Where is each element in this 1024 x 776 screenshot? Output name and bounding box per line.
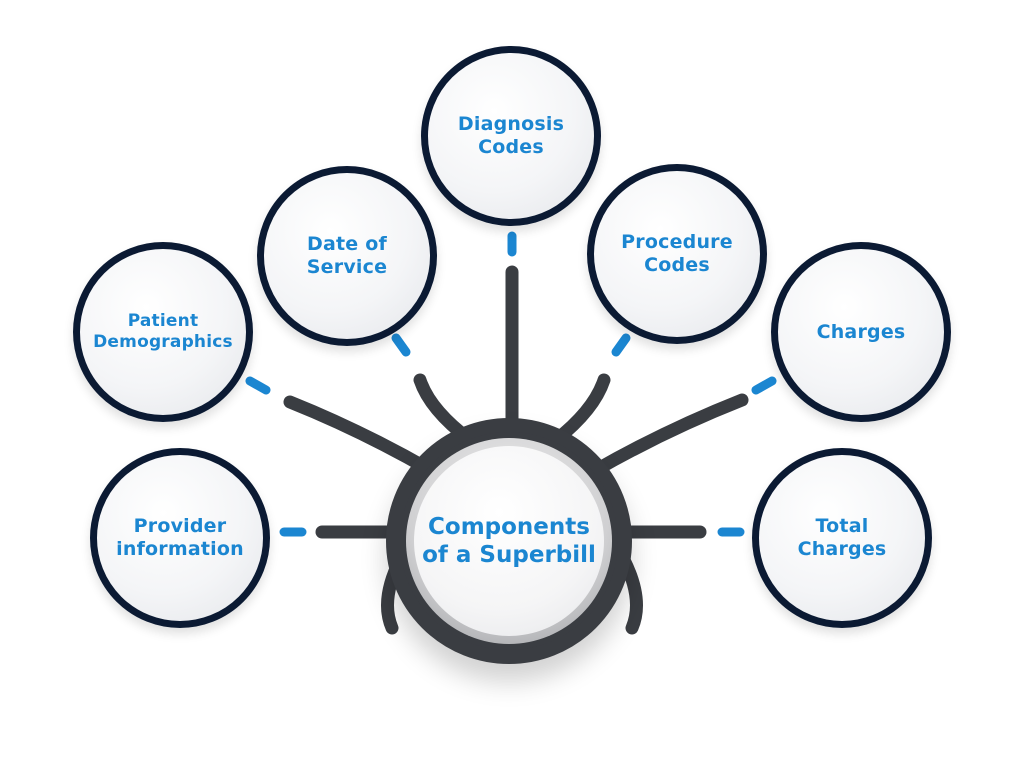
node-label: Date of Service (306, 233, 388, 278)
dash-charges (751, 376, 777, 395)
node-label: Patient Demographics (93, 311, 233, 352)
dash-patient-demographics (245, 376, 271, 395)
center-title: Components of a Superbill (422, 514, 596, 568)
node-label: Charges (816, 320, 906, 343)
node-label: Procedure Codes (621, 231, 733, 276)
connector-patient-demographics (283, 395, 437, 477)
node-label: Total Charges (797, 515, 887, 560)
node-procedure-codes: Procedure Codes (587, 164, 767, 344)
dash-date-of-service (391, 333, 411, 357)
connector-charges (589, 393, 749, 477)
node-patient-demographics: Patient Demographics (73, 242, 253, 422)
node-charges: Charges (771, 242, 951, 422)
node-diagnosis-codes: Diagnosis Codes (421, 46, 601, 226)
node-date-of-service: Date of Service (257, 166, 437, 346)
node-label: Diagnosis Codes (457, 113, 565, 158)
center-hub-face: Components of a Superbill (414, 446, 604, 636)
node-label: Provider information (116, 515, 244, 560)
dash-procedure-codes (611, 333, 631, 357)
node-provider-information: Provider information (90, 448, 270, 628)
node-total-charges: Total Charges (752, 448, 932, 628)
center-hub: Components of a Superbill (386, 418, 632, 664)
